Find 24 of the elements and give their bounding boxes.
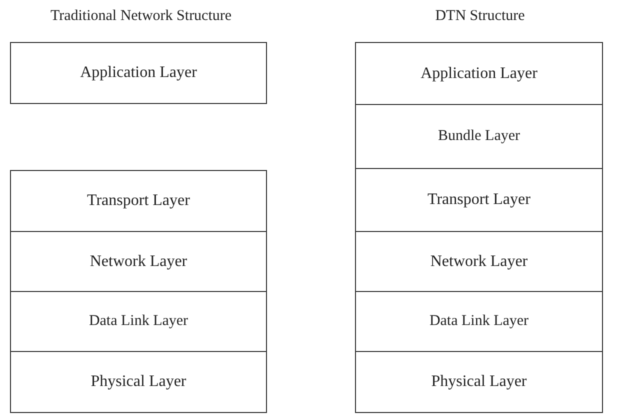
layer-box <box>355 104 603 169</box>
layer-label: Network Layer <box>90 252 188 270</box>
layer-box <box>355 351 603 413</box>
layer-box <box>10 291 267 352</box>
layer-label: Application Layer <box>80 64 197 82</box>
layer-label: Transport Layer <box>87 192 190 210</box>
layer-box <box>10 231 267 292</box>
layer-label: Application Layer <box>420 64 538 82</box>
heading: DTN Structure <box>435 8 525 25</box>
layer-label: Data Link Layer <box>88 313 188 330</box>
layer-label: Bundle Layer <box>438 128 520 145</box>
layer-box <box>10 351 267 413</box>
layer-box <box>10 170 267 232</box>
layer-label: Data Link Layer <box>429 313 529 330</box>
layer-box <box>355 168 603 232</box>
heading: Traditional Network Structure <box>50 8 232 25</box>
layer-label: Physical Layer <box>90 373 186 391</box>
layer-box <box>10 42 267 104</box>
layer-label: Transport Layer <box>428 191 530 209</box>
layer-label: Physical Layer <box>431 373 527 391</box>
layer-box <box>355 231 603 292</box>
layer-box <box>355 291 603 352</box>
layer-label: Network Layer <box>430 252 528 270</box>
layer-box <box>355 42 603 105</box>
